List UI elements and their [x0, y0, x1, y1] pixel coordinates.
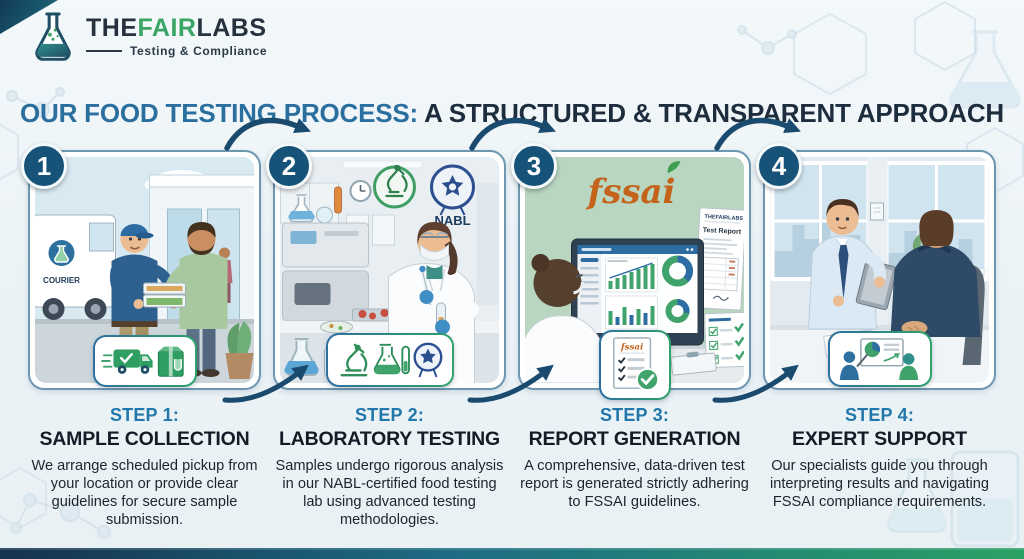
step-4-description: Our specialists guide you through interp…: [769, 458, 990, 511]
step-4-badge: [827, 331, 932, 387]
curved-arrow-step1-to-step2-icon: [224, 117, 311, 151]
step-4-column: 4: [756, 143, 996, 529]
step-4-number-badge: 4: [756, 143, 802, 189]
logo-text: THEFAIRLABS Testing & Compliance: [86, 16, 267, 58]
step-1-panel: 1: [21, 143, 261, 390]
step-3-badge: fssai: [598, 330, 671, 400]
fssai-logo-text: fssai: [586, 172, 676, 212]
lab-flask-icon: [373, 343, 410, 375]
step-4-name: EXPERT SUPPORT: [792, 428, 967, 450]
microscope-emblem-icon: [385, 164, 408, 198]
brand-tagline: Testing & Compliance: [130, 44, 268, 58]
step-2-badge: [325, 333, 454, 387]
step-1-heading: STEP 1:: [109, 405, 180, 425]
step-3-column: 3 fssai THEFAIRLABS Test Report: [511, 143, 751, 529]
title-highlight: OUR FOOD TESTING PROCESS:: [19, 98, 419, 129]
flask-logo-icon: [30, 10, 76, 64]
curved-arrow-step2-to-step3-icon: [469, 117, 556, 151]
curved-arrow-bottom-step1-to-step2-icon: [222, 364, 309, 403]
step-1-badge: [92, 335, 197, 387]
nabl-seal-icon: [412, 342, 442, 378]
step-3-name: REPORT GENERATION: [528, 428, 741, 450]
step-1-number-badge: 1: [21, 143, 67, 189]
report-brand-label: THEFAIRLABS: [704, 214, 743, 222]
curved-arrow-bottom-step2-to-step3-icon: [467, 364, 554, 403]
steps-row: 1: [21, 143, 996, 529]
step-3-heading: STEP 3:: [599, 405, 670, 425]
step-3-illustration: fssai THEFAIRLABS Test Report: [525, 157, 744, 383]
fssai-report-check-icon: fssai: [612, 337, 659, 392]
package-box-icon: [157, 346, 184, 377]
step-1-column: 1: [21, 143, 261, 529]
curved-arrow-bottom-step3-to-step4-icon: [712, 364, 799, 403]
step-1-name: SAMPLE COLLECTION: [39, 428, 250, 450]
bottom-gradient-bar: [0, 548, 1024, 559]
checklist-document: [704, 311, 744, 369]
step-4-heading: STEP 4:: [844, 405, 915, 425]
courier-van-label: COURIER: [43, 276, 80, 285]
delivery-truck-icon: [100, 349, 153, 374]
step-2-number-badge: 2: [266, 143, 312, 189]
step-3-description: A comprehensive, data-driven test report…: [520, 458, 749, 511]
consultation-presentation-icon: [839, 338, 918, 381]
step-2-illustration: NABL: [280, 157, 499, 383]
step-3-panel: 3 fssai THEFAIRLABS Test Report: [511, 143, 751, 400]
curved-arrow-step3-to-step4-icon: [714, 117, 801, 151]
step-2-panel: 2: [266, 143, 506, 390]
step-2-description: Samples undergo rigorous analysis in our…: [275, 458, 504, 529]
step-2-name: LABORATORY TESTING: [278, 428, 501, 450]
step-1-description: We arrange scheduled pickup from your lo…: [31, 458, 258, 529]
tagline-dash: [86, 50, 122, 52]
microscope-icon: [339, 343, 367, 377]
step-3-number-badge: 3: [511, 143, 557, 189]
report-title-label: Test Report: [702, 227, 741, 236]
brand-name: THEFAIRLABS: [86, 14, 267, 42]
step-2-heading: STEP 2:: [354, 405, 425, 425]
badge-fssai-label: fssai: [619, 343, 642, 353]
brand-logo: THEFAIRLABS Testing & Compliance: [30, 10, 267, 64]
step-4-panel: 4: [756, 143, 996, 390]
step-2-column: 2: [266, 143, 506, 529]
